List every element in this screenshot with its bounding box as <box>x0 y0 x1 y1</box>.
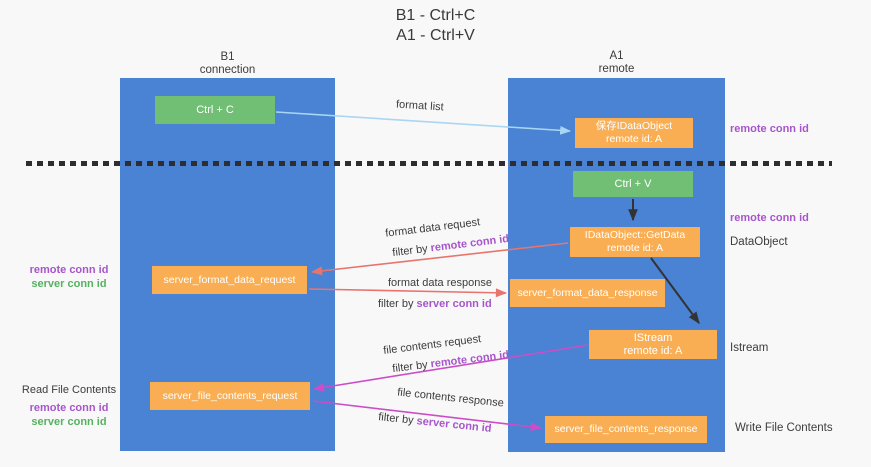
save-idataobject-box: 保存IDataObject remote id: A <box>575 118 693 148</box>
column-a1-name: A1 <box>609 50 624 62</box>
server-file-contents-request-label: server_file_contents_request <box>162 389 298 402</box>
filter-by-text: filter by <box>391 242 432 260</box>
ctrl-c-label: Ctrl + C <box>196 103 234 116</box>
save-idataobject-line1: 保存IDataObject <box>595 120 673 132</box>
column-a1-role: remote <box>598 63 635 75</box>
format-data-response-arrow <box>308 288 508 298</box>
left-conn-id-labels-bottom: remote conn id server conn id <box>14 401 124 429</box>
column-b1-role: connection <box>199 64 256 76</box>
filter-by-text: filter by <box>391 358 432 376</box>
server-format-data-request-box: server_format_data_request <box>152 266 307 294</box>
istream-line2: remote id: A <box>623 344 683 357</box>
getdata-line1: IDataObject::GetData <box>584 229 686 241</box>
format-data-response-label: format data response <box>388 277 492 289</box>
server-conn-id-highlight: server conn id <box>416 298 492 310</box>
filter-by-text: filter by <box>378 298 417 310</box>
left-remote-conn-id-2: remote conn id <box>29 402 109 414</box>
left-server-conn-id-2: server conn id <box>31 416 107 428</box>
getdata-line2: remote id: A <box>606 242 664 254</box>
server-file-contents-response-label: server_file_contents_response <box>554 423 698 435</box>
format-data-response-filter-label: filter by server conn id <box>378 298 492 310</box>
server-conn-id-highlight: server conn id <box>415 415 493 435</box>
server-file-contents-response-box: server_file_contents_response <box>545 416 707 443</box>
read-file-contents-label: Read File Contents <box>21 384 117 396</box>
write-file-contents-label: Write File Contents <box>735 422 833 434</box>
server-format-data-response-label: server_format_data_response <box>517 286 658 299</box>
file-contents-response-filter-label: filter by server conn id <box>378 411 492 435</box>
left-conn-id-labels-top: remote conn id server conn id <box>14 263 124 291</box>
server-file-contents-request-box: server_file_contents_request <box>150 382 310 410</box>
idataobject-getdata-box: IDataObject::GetData remote id: A <box>570 227 700 257</box>
left-server-conn-id: server conn id <box>31 278 107 290</box>
remote-conn-id-highlight: remote conn id <box>429 348 510 371</box>
save-idataobject-line2: remote id: A <box>605 133 663 145</box>
format-data-request-label: format data request <box>384 216 481 240</box>
istream-side-label: Istream <box>730 342 769 354</box>
server-format-data-response-box: server_format_data_response <box>510 279 665 307</box>
right-remote-conn-id-top: remote conn id <box>730 123 809 135</box>
diagram-title: B1 - Ctrl+C A1 - Ctrl+V <box>0 6 871 46</box>
dataobject-label: DataObject <box>730 236 788 248</box>
right-remote-conn-id-mid: remote conn id <box>730 212 809 224</box>
remote-conn-id-highlight: remote conn id <box>429 232 510 255</box>
column-b1-name: B1 <box>220 51 235 63</box>
format-list-label: format list <box>395 98 445 114</box>
server-format-data-request-label: server_format_data_request <box>163 273 296 286</box>
column-header-b1: B1 connection <box>120 51 335 77</box>
ctrl-v-label: Ctrl + V <box>614 177 652 190</box>
title-line-2: A1 - Ctrl+V <box>396 27 475 44</box>
filter-by-text: filter by <box>377 411 418 428</box>
ctrl-v-box: Ctrl + V <box>573 171 693 197</box>
file-contents-response-label: file contents response <box>396 386 505 410</box>
left-remote-conn-id: remote conn id <box>29 264 109 276</box>
istream-line1: IStream <box>633 331 673 344</box>
dashed-separator-line <box>26 161 832 166</box>
istream-box: IStream remote id: A <box>589 330 717 359</box>
column-header-a1: A1 remote <box>508 50 725 76</box>
title-line-1: B1 - Ctrl+C <box>395 7 476 24</box>
ctrl-c-box: Ctrl + C <box>155 96 275 124</box>
